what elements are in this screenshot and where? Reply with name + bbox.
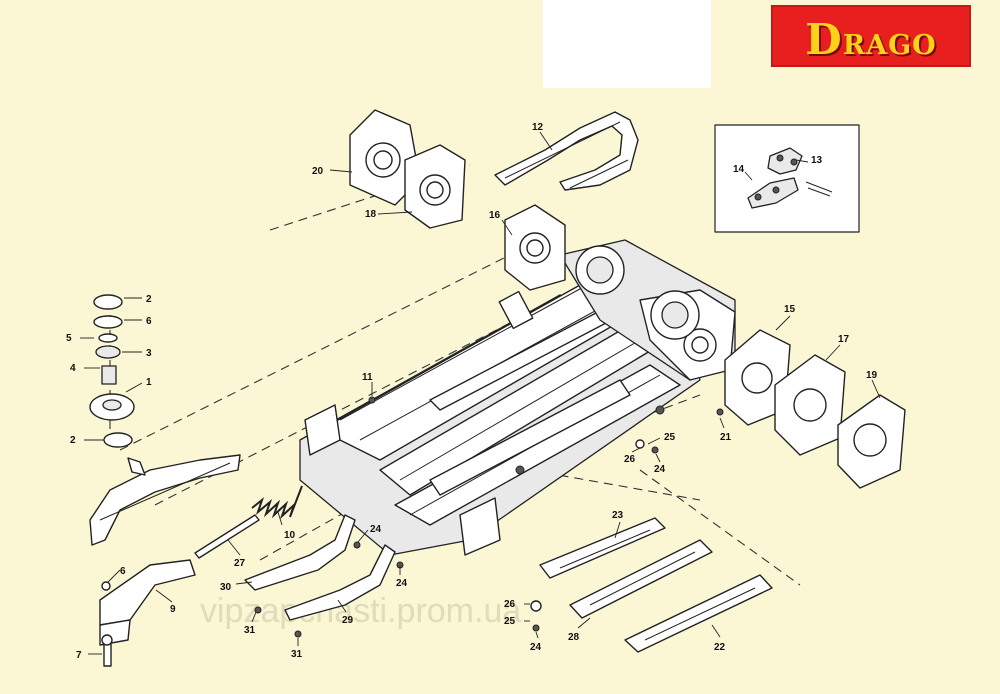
sprocket-stack	[89, 294, 135, 448]
callout-9: 9	[170, 604, 176, 615]
callout-15: 15	[784, 304, 796, 315]
callout-4: 4	[70, 363, 76, 374]
callout-11: 11	[362, 372, 373, 383]
bar-28	[569, 539, 713, 619]
bracket-18	[404, 144, 466, 229]
callout-24-upper: 24	[654, 464, 666, 475]
callout-13: 13	[811, 155, 823, 166]
arm-30	[244, 514, 356, 591]
callout-22: 22	[714, 642, 726, 653]
callout-1: 1	[146, 377, 152, 388]
chain-link-inset	[714, 124, 860, 233]
callout-10: 10	[284, 530, 296, 541]
watermark: vipzapchasti.prom.ua	[200, 592, 521, 630]
callout-23: 23	[612, 510, 624, 521]
drago-logo: DRAGO	[771, 5, 971, 67]
callout-16: 16	[489, 210, 501, 221]
main-frame	[299, 239, 736, 556]
callout-29: 29	[342, 615, 354, 626]
callout-18: 18	[365, 209, 377, 220]
callout-27: 27	[234, 558, 246, 569]
callout-31-lower: 31	[291, 649, 303, 660]
spring-10	[251, 485, 303, 520]
callout-28: 28	[568, 632, 580, 643]
callout-24-lower: 24	[530, 642, 542, 653]
callout-31-upper: 31	[244, 625, 256, 636]
chain-12	[494, 111, 639, 191]
bracket-15	[724, 329, 791, 426]
chain-lower-left	[89, 454, 241, 546]
callout-30: 30	[220, 582, 232, 593]
callout-6-bottom: 6	[120, 566, 126, 577]
hardware	[101, 396, 724, 638]
callout-labels: 20 18 12 16 14 13 2 6 5 3 4 1 2 11 15 17…	[66, 122, 878, 661]
callout-26-lower: 26	[504, 599, 516, 610]
callout-26-upper: 26	[624, 454, 636, 465]
logo-rest: RAGO	[842, 30, 937, 61]
bar-22	[624, 574, 773, 653]
callout-12: 12	[532, 122, 544, 133]
leader-lines	[80, 131, 881, 655]
callout-2-top: 2	[146, 294, 152, 305]
callout-24-arm: 24	[370, 524, 382, 535]
callout-25-lower: 25	[504, 616, 516, 627]
logo-initial: D	[805, 15, 843, 64]
callout-25-upper: 25	[664, 432, 676, 443]
logo-text: DRAGO	[773, 15, 969, 64]
arm-29	[284, 544, 396, 621]
blank-panel	[543, 0, 711, 88]
callout-6-top: 6	[146, 316, 152, 327]
rod-27	[194, 514, 260, 559]
bracket-17	[774, 354, 846, 456]
callout-2-bottom: 2	[70, 435, 76, 446]
bracket-20	[349, 109, 421, 206]
callout-21: 21	[720, 432, 732, 443]
callout-20: 20	[312, 166, 324, 177]
callout-7: 7	[76, 650, 82, 661]
callout-5: 5	[66, 333, 72, 344]
callout-24-arm-lower: 24	[396, 578, 408, 589]
arm-9	[99, 559, 196, 667]
callout-19: 19	[866, 370, 878, 381]
bracket-16	[504, 204, 566, 291]
callout-17: 17	[838, 334, 850, 345]
callout-14: 14	[733, 164, 745, 175]
callout-3: 3	[146, 348, 152, 359]
bracket-19	[837, 394, 906, 489]
